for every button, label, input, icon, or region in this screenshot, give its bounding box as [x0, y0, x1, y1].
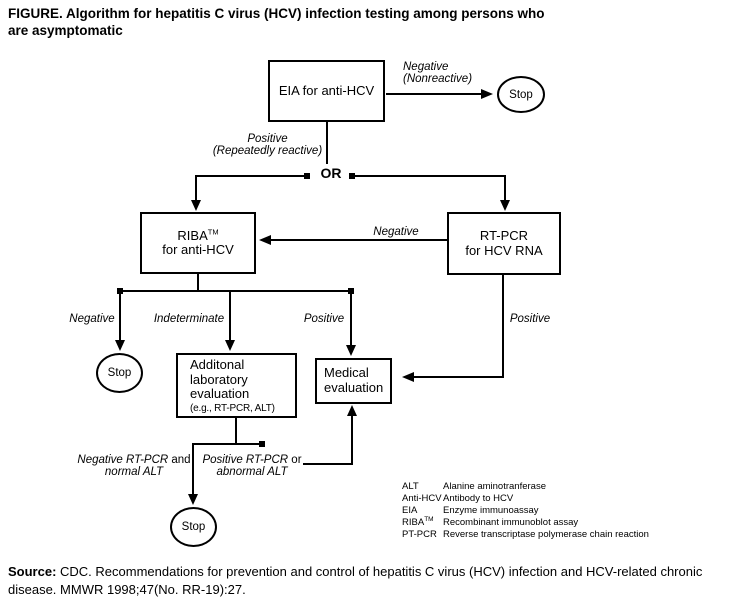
legend-desc: Enzyme immunoassay — [443, 505, 539, 516]
riba-tm-superscript: TM — [207, 227, 219, 237]
label-neg-path-line2: normal ALT — [104, 466, 164, 478]
legend-row-riba: RIBATM Recombinant immunoblot assay — [402, 515, 649, 529]
riba-box-line1: RIBATM — [177, 227, 219, 244]
rtpcr-box-line2: for HCV RNA — [465, 242, 543, 258]
legend-abbr: PT-PCR — [402, 529, 437, 540]
label-riba-negative: Negative — [69, 313, 115, 325]
legend-abbr: ALT — [402, 481, 419, 492]
medical-evaluation-line2: evaluation — [324, 380, 384, 395]
legend-desc: Antibody to HCV — [443, 493, 514, 504]
legend-row-alt: ALT Alanine aminotranferase — [402, 481, 649, 493]
legend-row-ptpcr: PT-PCR Reverse transcriptase polymerase … — [402, 529, 649, 541]
riba-box: RIBATM for anti-HCV — [140, 212, 256, 274]
eia-box: EIA for anti-HCV — [268, 60, 385, 122]
label-negative-nonreactive-line2: (Nonreactive) — [403, 73, 473, 85]
figure-title-line2: are asymptomatic — [8, 22, 123, 38]
label-riba-positive: Positive — [303, 313, 345, 325]
neg-path-italic1: Negative RT-PCR — [77, 454, 169, 466]
legend-riba-tm: TM — [424, 515, 434, 523]
label-negative-rtpcr-to-riba: Negative — [373, 226, 419, 238]
label-rtpcr-positive: Positive — [509, 313, 551, 325]
legend-row-eia: EIA Enzyme immunoassay — [402, 505, 649, 517]
additional-lab-note: (e.g., RT-PCR, ALT) — [190, 402, 275, 414]
label-positive-rtpcr-abnormal-alt: Positive RT-PCR or abnormal ALT — [196, 454, 308, 478]
source-text: CDC. Recommendations for prevention and … — [8, 564, 703, 597]
legend-abbr: EIA — [402, 505, 418, 516]
figure-title-line1: FIGURE. Algorithm for hepatitis C virus … — [8, 6, 545, 21]
legend-desc: Alanine aminotranferase — [443, 481, 546, 492]
additional-lab-box: Additonal laboratory evaluation (e.g., R… — [176, 353, 297, 418]
source-citation: Source: CDC. Recommendations for prevent… — [8, 563, 738, 598]
figure-title: FIGURE. Algorithm for hepatitis C virus … — [8, 6, 545, 39]
label-positive-line1: Positive — [247, 133, 288, 145]
stop-circle-bottom: Stop — [170, 507, 217, 547]
legend-riba-name: RIBA — [402, 517, 425, 528]
legend-abbr: Anti-HCV — [402, 493, 442, 504]
additional-lab-line2: laboratory — [190, 371, 248, 387]
stop-circle-mid: Stop — [96, 353, 143, 393]
neg-path-plain: and — [171, 454, 191, 466]
riba-box-line2: for anti-HCV — [162, 242, 234, 257]
label-negative-nonreactive: Negative (Nonreactive) — [403, 61, 472, 85]
stop-bottom-label: Stop — [181, 521, 206, 533]
abbreviation-legend: ALT Alanine aminotranferase Anti-HCV Ant… — [402, 481, 649, 541]
eia-box-label: EIA for anti-HCV — [278, 82, 375, 98]
riba-name: RIBA — [177, 227, 208, 243]
stop-mid-label: Stop — [107, 367, 132, 379]
rtpcr-box-line1: RT-PCR — [479, 228, 529, 243]
source-label: Source: — [8, 564, 57, 579]
stop-top-label: Stop — [509, 88, 533, 101]
pos-path-plain: or — [291, 454, 302, 466]
legend-abbr: RIBATM — [402, 515, 443, 529]
label-pos-path-line1: Positive RT-PCR or — [196, 454, 308, 466]
label-pos-path-line2: abnormal ALT — [216, 466, 288, 478]
label-or: OR — [320, 165, 342, 181]
medical-evaluation-line1: Medical — [324, 365, 369, 380]
stop-circle-top: Stop — [497, 76, 545, 113]
legend-desc: Recombinant immunoblot assay — [443, 517, 579, 528]
label-positive-line2: (Repeatedly reactive) — [212, 145, 323, 157]
pos-path-italic1: Positive RT-PCR — [202, 454, 289, 466]
medical-evaluation-box: Medical evaluation — [315, 358, 392, 404]
label-negative-rtpcr-normal-alt: Negative RT-PCR and normal ALT — [76, 454, 192, 478]
rtpcr-box: RT-PCR for HCV RNA — [447, 212, 561, 275]
label-negative-nonreactive-line1: Negative — [403, 61, 449, 73]
legend-desc: Reverse transcriptase polymerase chain r… — [443, 529, 649, 540]
label-positive-repeatedly-reactive: Positive (Repeatedly reactive) — [200, 133, 335, 157]
label-neg-path-line1: Negative RT-PCR and — [76, 454, 192, 466]
legend-row-antihcv: Anti-HCV Antibody to HCV — [402, 493, 649, 505]
additional-lab-line1: Additonal — [190, 357, 245, 372]
label-riba-indeterminate: Indeterminate — [153, 313, 225, 325]
additional-lab-line3: evaluation — [190, 386, 250, 401]
